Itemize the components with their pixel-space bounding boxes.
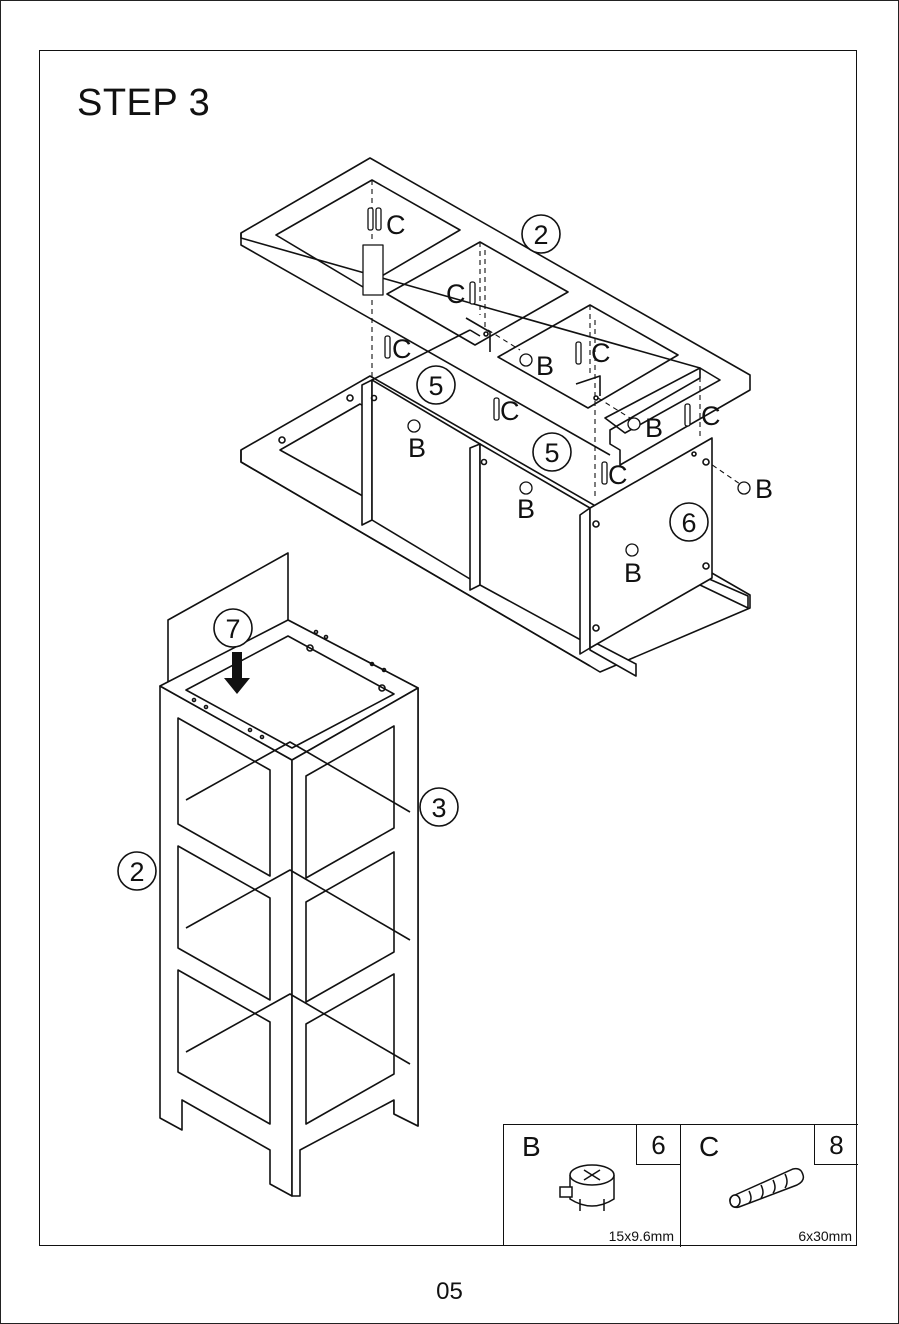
part-label-tower-front: 2	[129, 857, 144, 887]
callout-c-3: C	[591, 338, 611, 368]
hardware-table: B 6 15x9.6mm C 8 6x30mm	[503, 1124, 858, 1246]
callout-b-1: B	[536, 351, 554, 381]
callout-b-6: B	[624, 558, 642, 588]
hardware-cell-c: C 8 6x30mm	[681, 1125, 858, 1247]
callout-c-5: C	[392, 334, 412, 364]
callout-b-4: B	[517, 494, 535, 524]
callout-c-6: C	[500, 396, 520, 426]
callout-c-4: C	[701, 401, 721, 431]
part-label-top-frame: 2	[533, 220, 548, 250]
page-number: 05	[0, 1278, 899, 1306]
hardware-qty: 6	[636, 1125, 680, 1165]
callout-b-3: B	[408, 433, 426, 463]
part-label-panel-left: 5	[428, 371, 443, 401]
hardware-size: 15x9.6mm	[609, 1228, 674, 1244]
hardware-qty: 8	[814, 1125, 858, 1165]
dowel-icon	[725, 1161, 809, 1213]
callout-c-7: C	[608, 460, 628, 490]
callout-c-2: C	[446, 279, 466, 309]
part-label-back-panel: 7	[225, 614, 240, 644]
tower-assembly	[118, 553, 458, 1196]
part-label-panel-right: 5	[544, 438, 559, 468]
callout-b-2: B	[645, 413, 663, 443]
hardware-cell-b: B 6 15x9.6mm	[504, 1125, 681, 1247]
hardware-letter: B	[522, 1131, 541, 1163]
cam-lock-icon	[556, 1159, 628, 1219]
hardware-size: 6x30mm	[798, 1228, 852, 1244]
part-label-end-panel: 6	[681, 508, 696, 538]
part-label-tower-side: 3	[431, 793, 446, 823]
callout-b-5: B	[755, 474, 773, 504]
hardware-letter: C	[699, 1131, 719, 1163]
callout-c-1: C	[386, 210, 406, 240]
